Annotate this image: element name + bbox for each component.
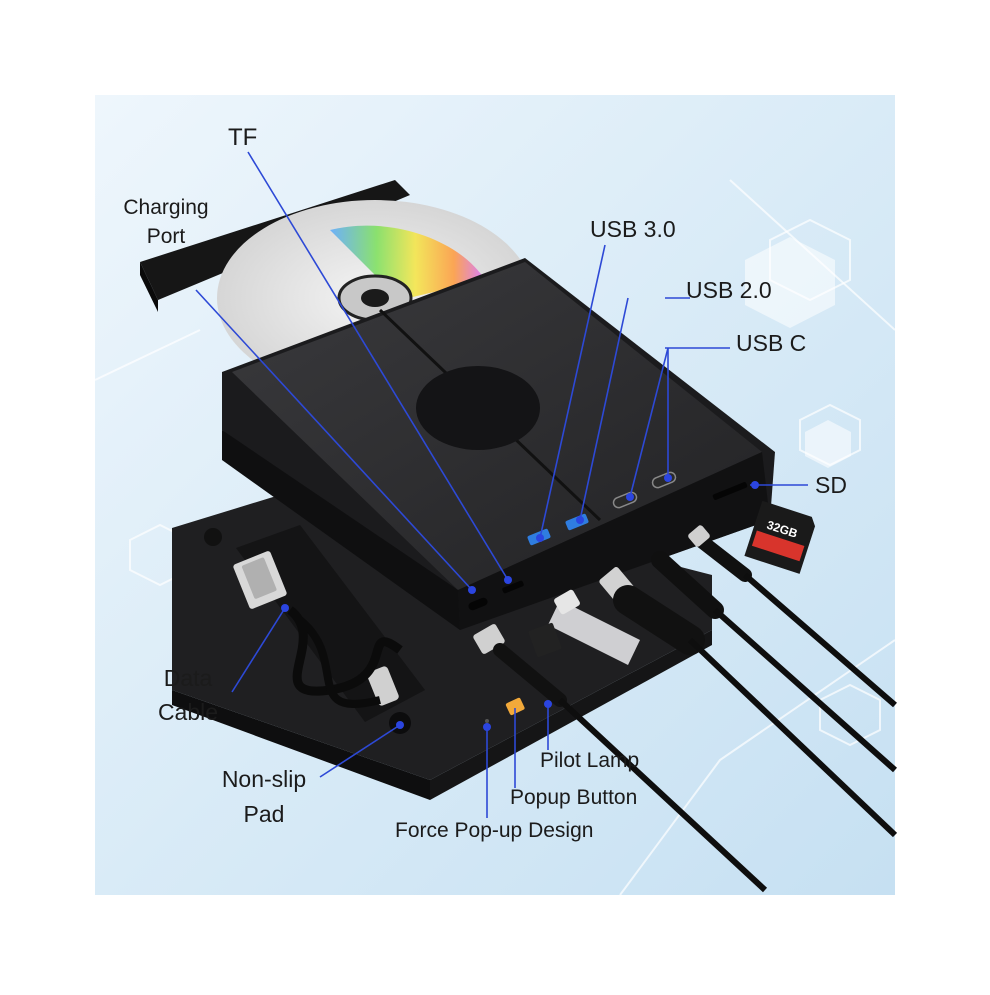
top-round-pad <box>416 366 540 450</box>
usb-flash-drive <box>548 589 640 665</box>
label-pilot-lamp: Pilot Lamp <box>540 749 640 772</box>
label-popup-button: Popup Button <box>510 786 638 809</box>
background-hexagons <box>745 237 851 468</box>
force-popup-hole <box>485 719 489 723</box>
callout-dots <box>281 474 759 731</box>
usbc-cable-plug-2 <box>651 551 897 773</box>
label-sd: SD <box>815 472 847 498</box>
sd-slot <box>712 482 748 500</box>
label-charging-port: Charging Port <box>118 193 214 251</box>
label-non-slip-line1: Non-slip <box>221 766 307 792</box>
stored-data-cable <box>233 551 403 708</box>
callout-lines <box>195 151 808 818</box>
sd-card: 32GB <box>744 500 816 574</box>
label-charging-port-line2: Port <box>146 225 186 248</box>
label-data-cable-line1: Data <box>163 665 213 691</box>
charging-port <box>468 597 488 611</box>
tf-card-reader <box>528 622 562 658</box>
usbc-cable-plug <box>688 525 897 708</box>
label-non-slip-pad: Non-slip Pad <box>208 762 320 832</box>
data-cable-plug <box>473 624 768 893</box>
label-usbc: USB C <box>736 330 807 356</box>
popup-button <box>505 697 525 716</box>
usb-a-cable-plug <box>599 567 898 838</box>
label-force-popup: Force Pop-up Design <box>395 819 594 842</box>
tf-slot <box>502 580 524 594</box>
label-data-cable: Data Cable <box>150 661 226 729</box>
label-non-slip-line2: Pad <box>243 801 285 827</box>
label-usb20: USB 2.0 <box>686 277 772 303</box>
label-tf: TF <box>228 124 258 151</box>
label-charging-port-line1: Charging <box>123 196 209 219</box>
label-data-cable-line2: Cable <box>157 699 219 725</box>
label-usb30: USB 3.0 <box>590 216 676 242</box>
